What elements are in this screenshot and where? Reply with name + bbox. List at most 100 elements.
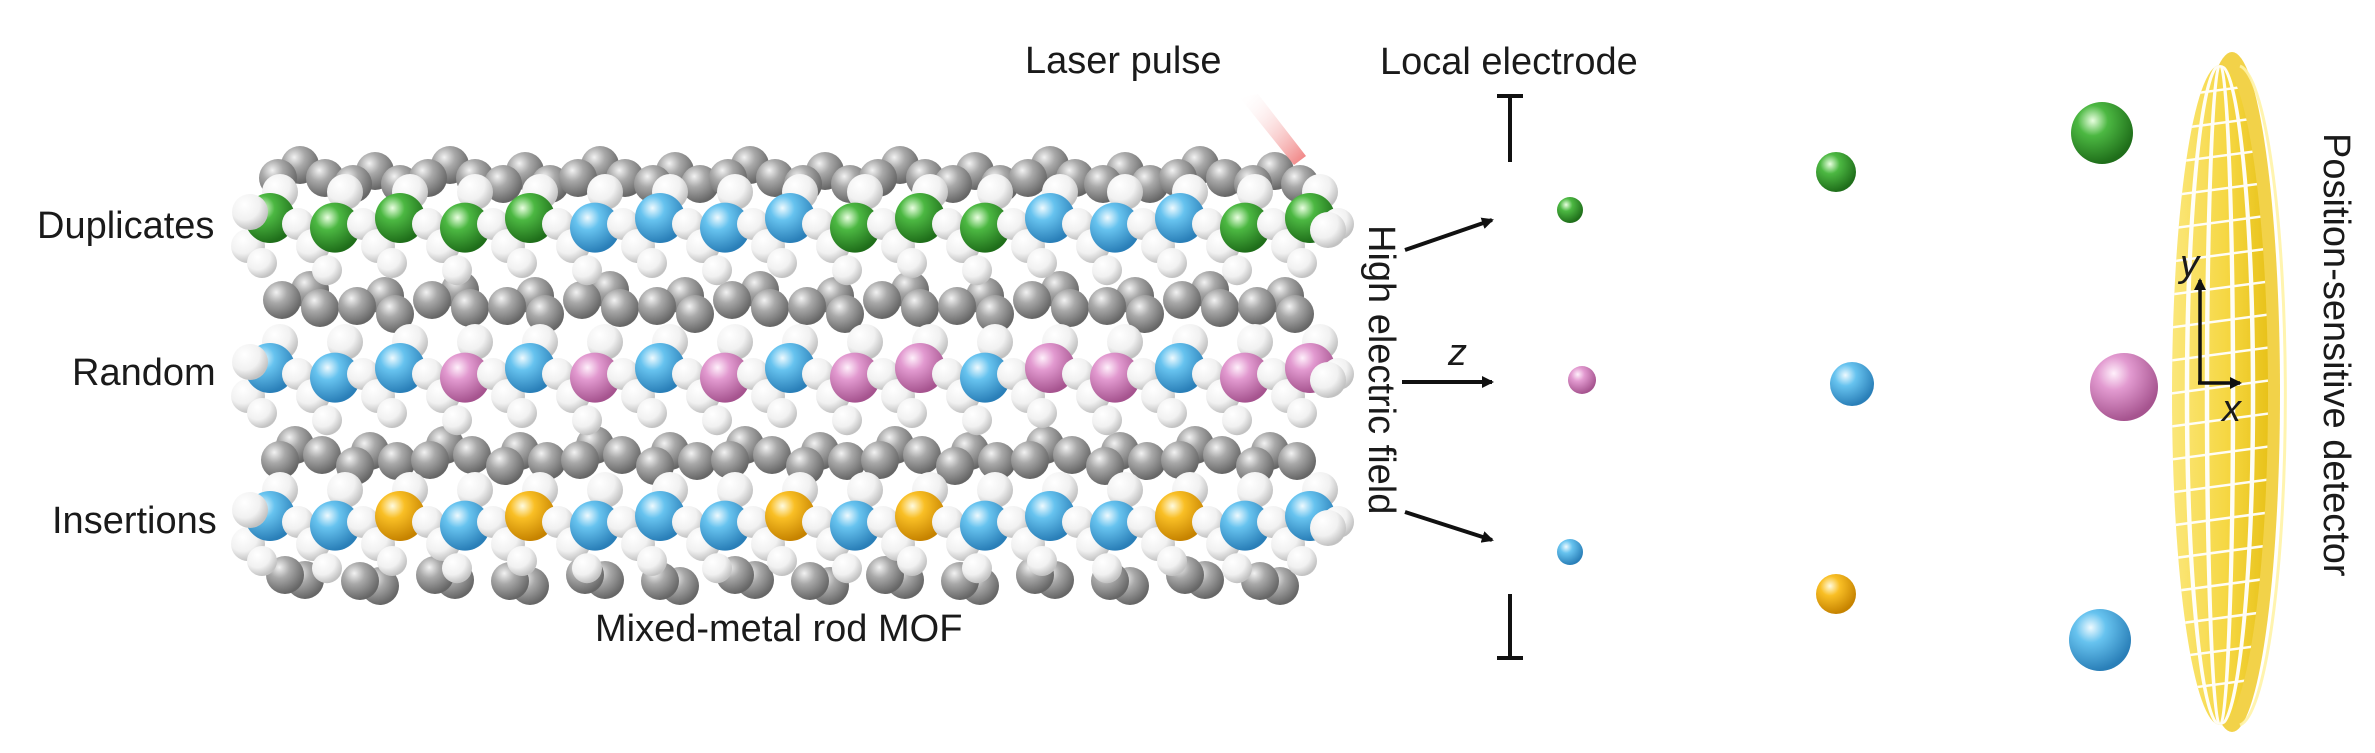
- oxygen-atom: [717, 174, 753, 210]
- oxygen-atom: [587, 472, 623, 508]
- linker-atom: [828, 442, 866, 480]
- oxygen-atom: [327, 174, 363, 210]
- metal-atom-random: [960, 352, 1010, 403]
- oxygen-atom: [377, 398, 407, 428]
- oxygen-atom: [977, 472, 1013, 508]
- oxygen-atom: [232, 344, 268, 380]
- oxygen-atom: [897, 398, 927, 428]
- oxygen-atom: [1222, 255, 1252, 286]
- oxygen-atom: [637, 546, 667, 576]
- oxygen-atom: [717, 324, 753, 360]
- linker-atom: [1053, 436, 1091, 474]
- laser-beam: [1240, 94, 1306, 165]
- linker-atom: [563, 281, 601, 319]
- oxygen-atom: [312, 405, 342, 436]
- metal-atom-insertions: [1220, 500, 1270, 551]
- oxygen-atom: [1092, 255, 1122, 286]
- oxygen-atom: [1237, 324, 1273, 360]
- metal-atom-duplicates: [310, 202, 360, 253]
- ion-mid-pink: [1568, 366, 1596, 394]
- ion-right-yellow: [1816, 574, 1856, 614]
- linker-atom: [451, 289, 489, 327]
- metal-atom-random: [1220, 352, 1270, 403]
- oxygen-atom: [247, 248, 277, 278]
- oxygen-atom: [327, 472, 363, 508]
- oxygen-atom: [897, 546, 927, 576]
- metal-atom-insertions: [1025, 491, 1075, 541]
- oxygen-atom: [702, 405, 732, 436]
- ion-detector-green: [2071, 102, 2133, 164]
- linker-atom: [901, 289, 939, 327]
- oxygen-atom: [1157, 248, 1187, 278]
- linker-atom: [1161, 441, 1199, 479]
- linker-atom: [676, 295, 714, 333]
- oxygen-atom: [1107, 472, 1143, 508]
- linker-atom: [1201, 289, 1239, 327]
- linker-atom: [936, 447, 974, 485]
- oxygen-atom: [767, 398, 797, 428]
- linker-atom: [1128, 442, 1166, 480]
- metal-atom-random: [310, 352, 360, 403]
- mof-caption: Mixed-metal rod MOF: [595, 608, 963, 650]
- linker-atom: [378, 442, 416, 480]
- oxygen-atom: [587, 324, 623, 360]
- linker-atom: [788, 287, 826, 325]
- oxygen-atom: [377, 248, 407, 278]
- ion-right-blue: [1830, 362, 1874, 406]
- linker-atom: [411, 441, 449, 479]
- metal-atom-random: [1090, 352, 1140, 403]
- metal-atom-insertions: [375, 491, 425, 541]
- oxygen-atom: [442, 255, 472, 286]
- metal-atom-insertions: [830, 500, 880, 551]
- metal-atom-insertions: [440, 500, 490, 551]
- linker-atom: [1126, 295, 1164, 333]
- metal-atom-duplicates: [570, 202, 620, 253]
- axis-x-label: x: [2222, 388, 2241, 430]
- linker-atom: [863, 281, 901, 319]
- oxygen-atom: [1237, 174, 1273, 210]
- ion-right-green: [1816, 152, 1856, 192]
- oxygen-atom: [1157, 398, 1187, 428]
- linker-atom: [678, 442, 716, 480]
- metal-atom-duplicates: [1155, 193, 1205, 243]
- linker-atom: [751, 289, 789, 327]
- linker-atom: [303, 436, 341, 474]
- linker-atom: [561, 441, 599, 479]
- linker-atom: [1013, 281, 1051, 319]
- linker-atom: [526, 295, 564, 333]
- metal-atom-random: [1155, 343, 1205, 393]
- oxygen-atom: [1107, 324, 1143, 360]
- detector: [2172, 52, 2287, 732]
- oxygen-atom: [247, 398, 277, 428]
- oxygen-atom: [832, 255, 862, 286]
- field-arrows: [1402, 217, 1494, 543]
- oxygen-atom: [702, 255, 732, 286]
- linker-atom: [601, 289, 639, 327]
- metal-atom-random: [375, 343, 425, 393]
- linker-atom: [866, 556, 904, 594]
- mof-structure: [231, 146, 1354, 605]
- detector-label: Position-sensitive detector: [2315, 133, 2357, 577]
- detector-axes: [2194, 278, 2242, 389]
- metal-atom-duplicates: [1220, 202, 1270, 253]
- ion-mid-blue: [1557, 539, 1583, 565]
- linker-atom: [713, 281, 751, 319]
- oxygen-atom: [457, 324, 493, 360]
- linker-atom: [1009, 159, 1047, 197]
- oxygen-atom: [1310, 362, 1346, 398]
- metal-atom-random: [570, 352, 620, 403]
- oxygen-atom: [897, 248, 927, 278]
- axis-y-label: y: [2180, 243, 2199, 285]
- linker-atom: [1238, 287, 1276, 325]
- oxygen-atom: [507, 248, 537, 278]
- field-label: High electric field: [1360, 225, 1402, 515]
- detector-edge: [2239, 64, 2287, 727]
- oxygen-atom: [977, 324, 1013, 360]
- oxygen-atom: [1222, 553, 1252, 584]
- linker-atom: [341, 562, 379, 600]
- linker-atom: [711, 441, 749, 479]
- linker-atom: [826, 295, 864, 333]
- ion-detector-blue: [2069, 609, 2131, 671]
- oxygen-atom: [1027, 248, 1057, 278]
